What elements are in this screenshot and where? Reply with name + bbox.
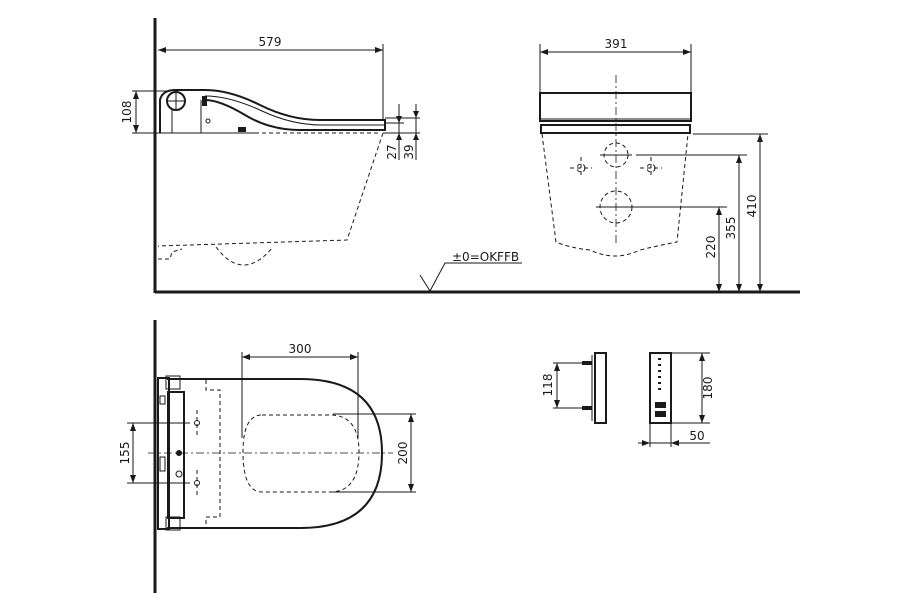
dim-108: 108	[120, 90, 170, 134]
dim-200-label: 200	[396, 442, 410, 465]
dim-355-label: 355	[724, 217, 738, 240]
front-seat	[540, 124, 691, 134]
top-cistern-dashed	[205, 380, 221, 528]
side-seat-profile	[159, 89, 386, 134]
top-view: 300 200 155	[118, 320, 416, 593]
front-view: 391 410 355 220	[539, 37, 768, 292]
floor-reference-label: ±0=OKFFB	[452, 250, 519, 264]
dim-width-label: 391	[605, 37, 628, 51]
remote-control	[649, 352, 672, 424]
top-seat-outline	[167, 378, 384, 529]
fixing-holes	[570, 157, 662, 178]
dim-118-label: 118	[541, 374, 555, 397]
top-control-unit	[167, 391, 185, 519]
dim-391: 391	[539, 37, 692, 93]
dim-220-label: 220	[704, 236, 718, 259]
dim-300-label: 300	[289, 342, 312, 356]
remote-buttons	[655, 358, 666, 417]
dim-180-label: 180	[701, 377, 715, 400]
dim-579: 579	[158, 35, 384, 120]
bracket-plate	[594, 352, 607, 424]
dim-300: 300	[241, 342, 359, 438]
dim-heights: 410 355 220	[636, 133, 768, 292]
dim-27-39: 27 39	[383, 104, 420, 160]
dim-39-label: 39	[402, 144, 416, 159]
dim-155: 155	[118, 422, 190, 484]
dim-27-label: 27	[385, 144, 399, 159]
dim-50-label: 50	[689, 429, 704, 443]
side-view: 579 108 27 39 ±0=OKFFB	[120, 18, 800, 294]
front-lid	[539, 92, 692, 122]
dim-155-label: 155	[118, 442, 132, 465]
dim-seat-height-label: 108	[120, 101, 134, 124]
front-bowl-dashed	[541, 133, 689, 257]
remote-bracket-view: 118 180 50	[541, 352, 715, 447]
dim-410-label: 410	[745, 195, 759, 218]
top-fixing-points	[194, 410, 200, 496]
side-bowl-dashed	[157, 132, 384, 266]
dim-200: 200	[333, 413, 416, 493]
dim-length-label: 579	[259, 35, 282, 49]
seat-opening-dashed	[242, 414, 360, 493]
floor-reference: ±0=OKFFB	[419, 250, 522, 292]
